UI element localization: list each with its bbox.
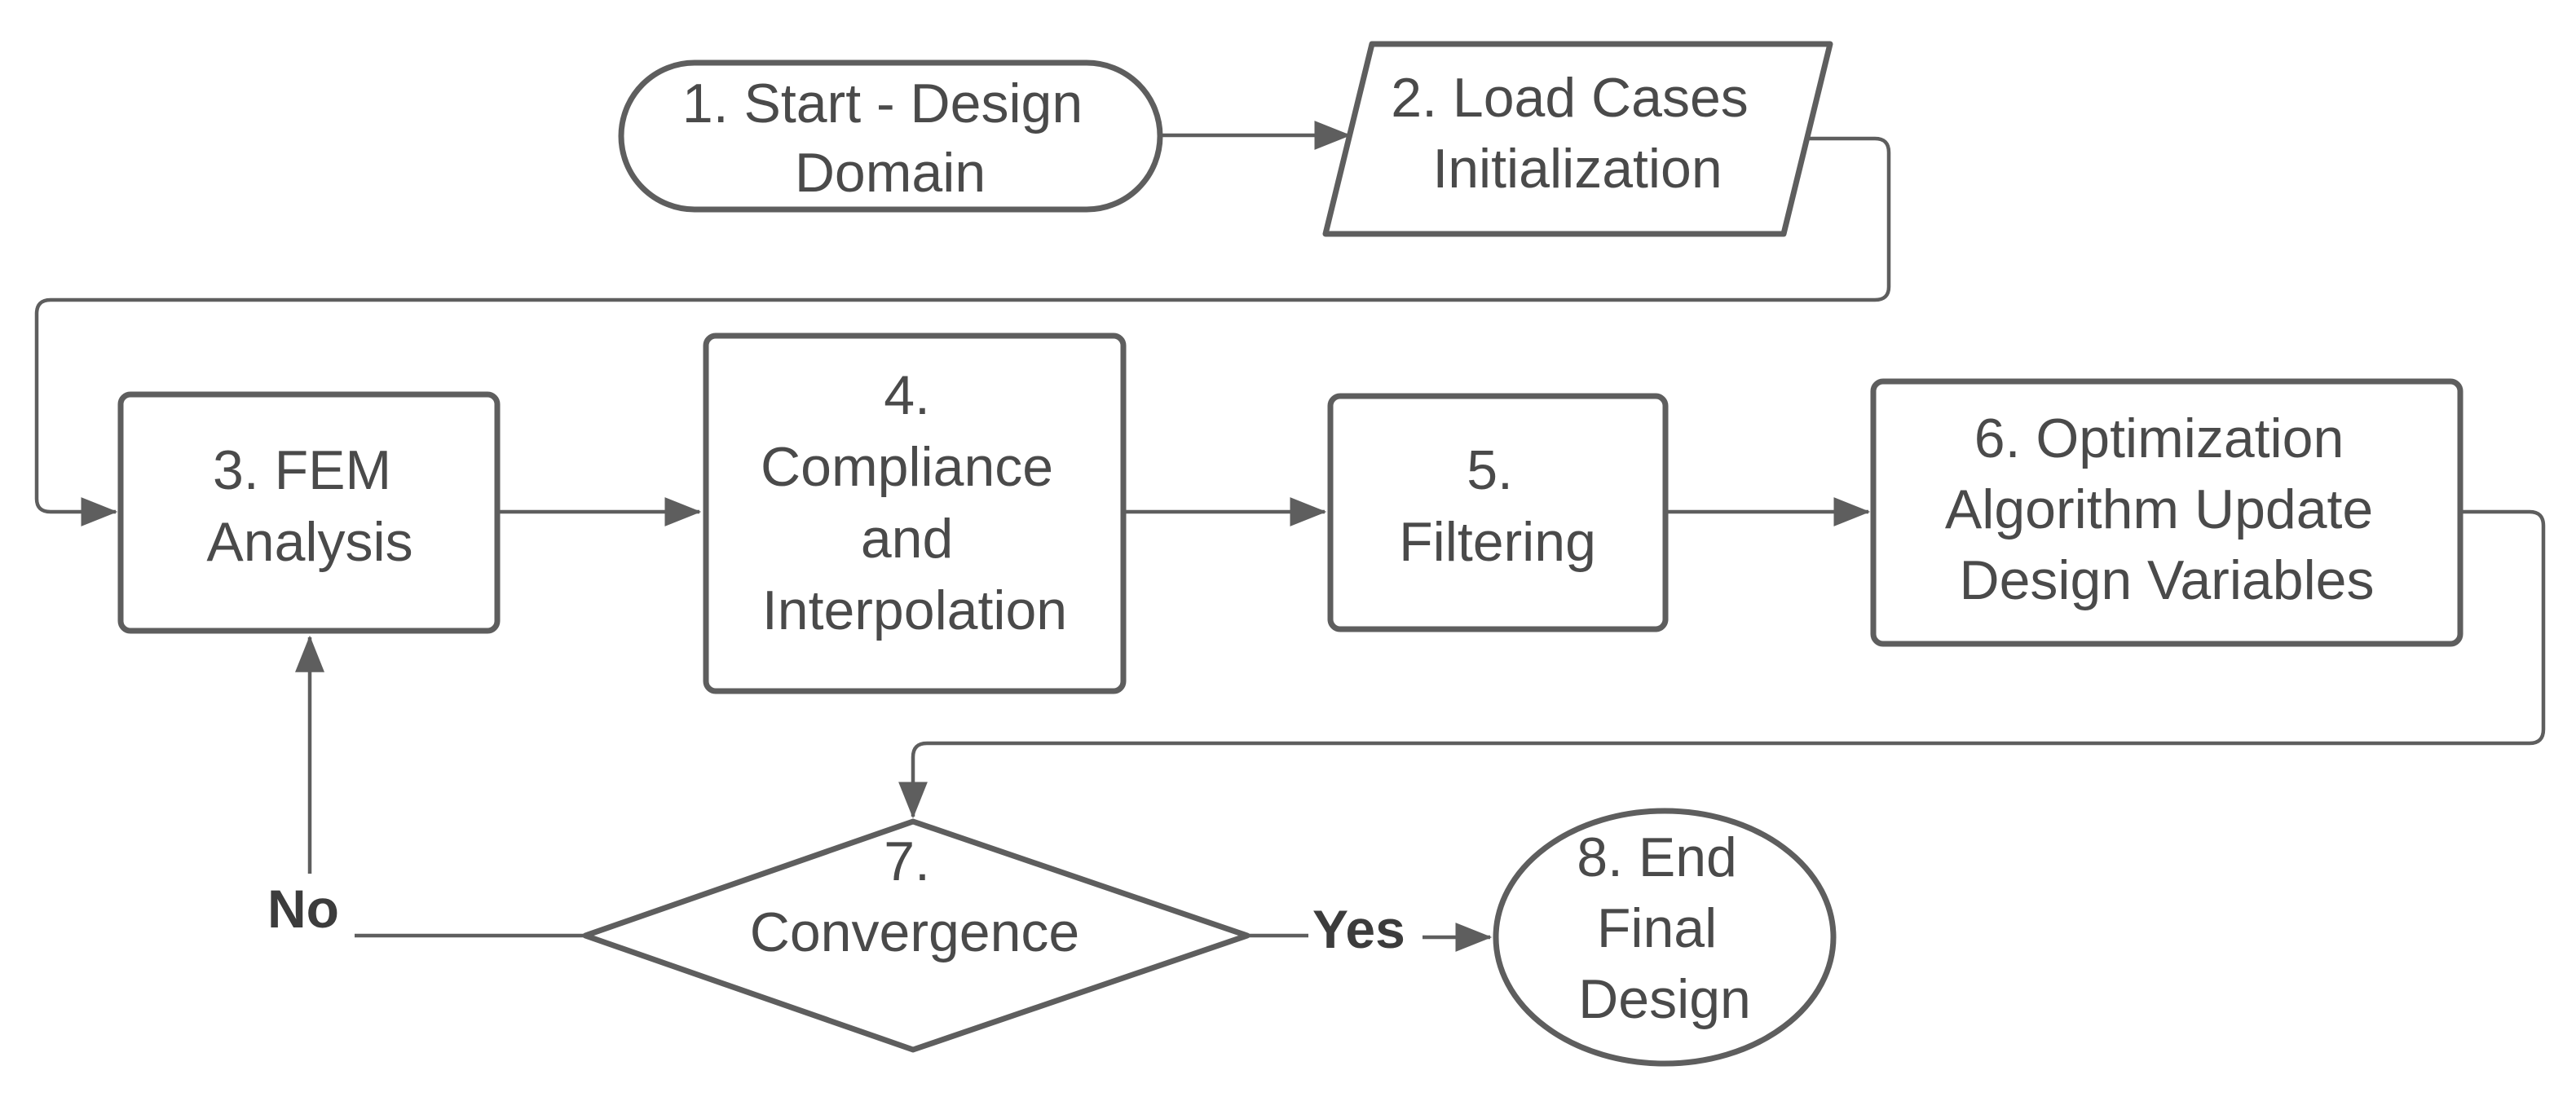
node-start-line-1: 1. Start - Design — [682, 73, 1083, 134]
node-compliance-line-3: and — [861, 508, 953, 570]
node-fem-line-1: 3. FEM — [213, 439, 391, 501]
node-convergence-line-2: Convergence — [750, 901, 1079, 963]
node-compliance-line-2: Compliance — [761, 436, 1053, 498]
edge-load-to-fem — [34, 136, 1891, 526]
node-end-line-3: Design — [1578, 968, 1751, 1030]
terminator-shape — [618, 59, 1163, 213]
svg-text:1. Start - Design Domain: 1. Start - Design Domain — [682, 73, 1098, 204]
decision-shape — [582, 818, 1251, 1053]
node-load: 2. Load Cases Initialization — [1322, 41, 1833, 237]
svg-text:2. Load Cases Initializa: 2. Load Cases Initialization — [1391, 67, 1763, 200]
process-shape — [1327, 393, 1669, 632]
edge-label-no: No — [267, 879, 339, 939]
node-end: 8. End Final Design — [1493, 808, 1837, 1067]
connectors — [34, 121, 2546, 938]
edge-optimization-to-convergence — [898, 509, 2546, 819]
node-filtering-line-2: Filtering — [1399, 511, 1596, 573]
svg-text:5. Filtering: 5. Filtering — [1399, 439, 1596, 573]
node-optimization-line-1: 6. Optimization — [1974, 407, 2344, 469]
node-load-line-2: Initialization — [1432, 138, 1722, 200]
svg-text:6. Optimization Algorith: 6. Optimization Algorithm Update Design … — [1945, 407, 2389, 611]
parallelogram-shape — [1322, 41, 1833, 237]
terminator-shape — [1493, 808, 1837, 1067]
svg-text:3. FEM Analysis: 3. FEM Analysis — [206, 439, 412, 573]
node-filtering: 5. Filtering — [1327, 393, 1669, 632]
node-end-line-2: Final — [1597, 897, 1717, 959]
node-fem-line-2: Analysis — [206, 511, 412, 573]
node-start-line-2: Domain — [795, 142, 986, 204]
node-optimization-line-3: Design Variables — [1959, 549, 2374, 611]
node-compliance: 4. Compliance and Interpolation — [703, 333, 1127, 694]
process-shape — [703, 333, 1127, 694]
node-convergence: 7. Convergence — [582, 818, 1251, 1053]
node-optimization: 6. Optimization Algorithm Update Design … — [1870, 378, 2464, 647]
edge-label-yes: Yes — [1312, 899, 1405, 959]
node-end-line-1: 8. End — [1577, 826, 1737, 888]
node-compliance-line-4: Interpolation — [762, 579, 1067, 641]
process-shape — [117, 391, 501, 634]
svg-text:7. Convergence: 7. Convergence — [750, 830, 1079, 963]
node-convergence-line-1: 7. — [884, 830, 930, 892]
node-load-line-1: 2. Load Cases — [1391, 67, 1749, 129]
svg-text:4. Compliance and: 4. Compliance and Interpolation — [761, 364, 1069, 641]
node-filtering-line-1: 5. — [1467, 439, 1513, 501]
node-optimization-line-2: Algorithm Update — [1945, 478, 2373, 540]
edge-convergence-to-fem — [310, 637, 585, 938]
node-fem: 3. FEM Analysis — [117, 391, 501, 634]
edge-convergence-to-end — [1247, 936, 1490, 937]
node-start: 1. Start - Design Domain — [618, 59, 1163, 213]
node-compliance-line-1: 4. — [884, 364, 930, 426]
svg-text:8. End Final Desig: 8. End Final Design — [1577, 826, 1753, 1030]
process-shape — [1870, 378, 2464, 647]
